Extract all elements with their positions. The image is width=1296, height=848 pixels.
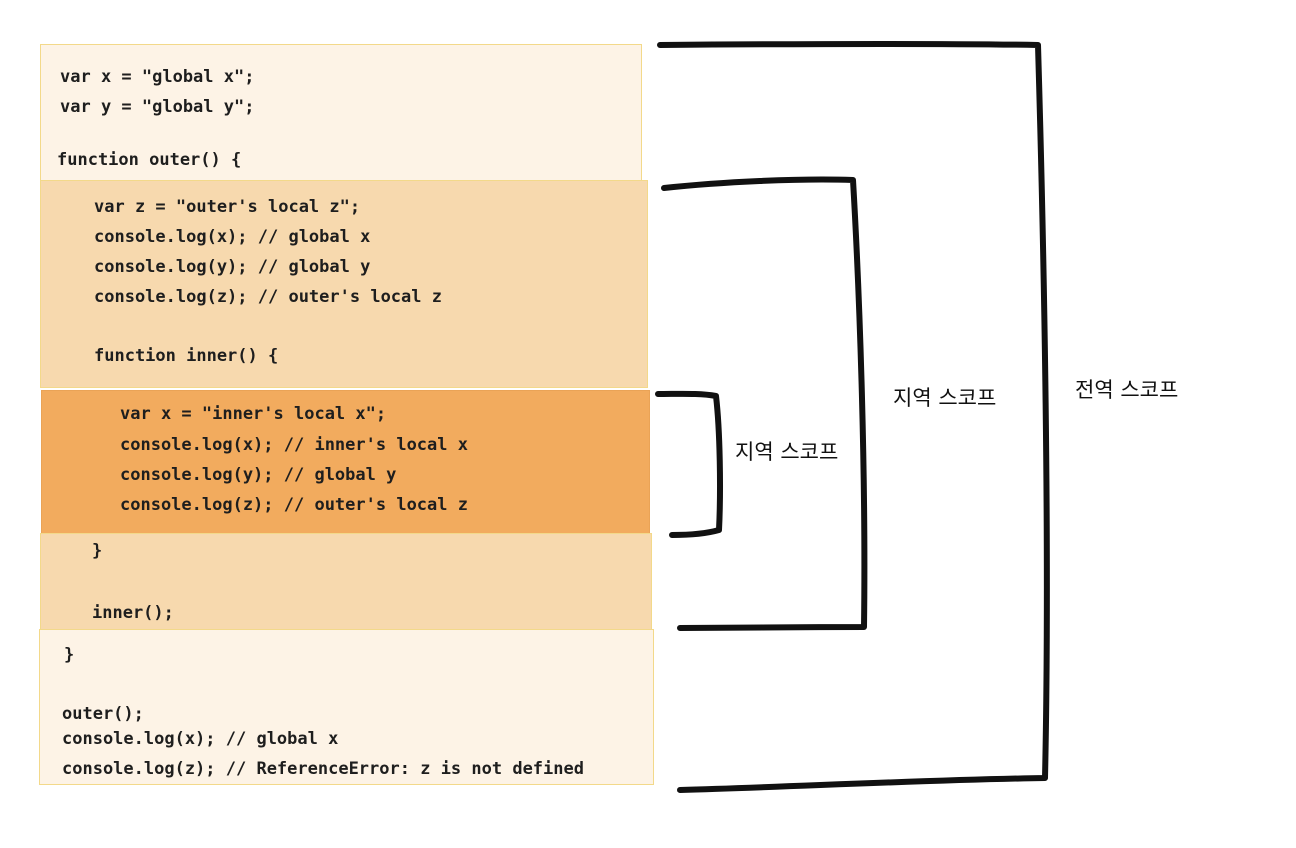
- code-line: function inner() {: [94, 346, 279, 366]
- global-scope-block-top: [40, 44, 642, 182]
- code-line: console.log(z); // outer's local z: [120, 495, 468, 515]
- code-line: console.log(z); // outer's local z: [94, 287, 442, 307]
- code-line: }: [92, 541, 103, 561]
- code-line: var x = "inner's local x";: [120, 404, 387, 424]
- code-line: console.log(x); // global x: [62, 729, 339, 749]
- global-scope-block-bottom: [39, 629, 654, 785]
- code-line: outer();: [62, 704, 144, 724]
- code-line: var x = "global x";: [60, 67, 255, 87]
- global-scope-bracket: [657, 40, 1050, 793]
- inner-scope-label: 지역 스코프: [735, 440, 839, 464]
- outer-scope-block-top: [40, 180, 648, 388]
- code-line: }: [64, 645, 75, 665]
- inner-scope-bracket: [655, 390, 723, 538]
- code-line: inner();: [92, 603, 174, 623]
- code-line: var z = "outer's local z";: [94, 197, 361, 217]
- code-line: console.log(z); // ReferenceError: z is …: [62, 759, 584, 779]
- outer-scope-block-bottom: [40, 533, 652, 630]
- code-line: console.log(x); // inner's local x: [120, 435, 468, 455]
- code-line: console.log(y); // global y: [120, 465, 397, 485]
- code-line: function outer() {: [57, 150, 242, 170]
- code-line: console.log(y); // global y: [94, 257, 371, 277]
- code-line: var y = "global y";: [60, 97, 255, 117]
- global-scope-label: 전역 스코프: [1075, 378, 1179, 402]
- code-line: console.log(x); // global x: [94, 227, 371, 247]
- outer-scope-bracket: [661, 176, 868, 631]
- outer-scope-label: 지역 스코프: [893, 386, 997, 410]
